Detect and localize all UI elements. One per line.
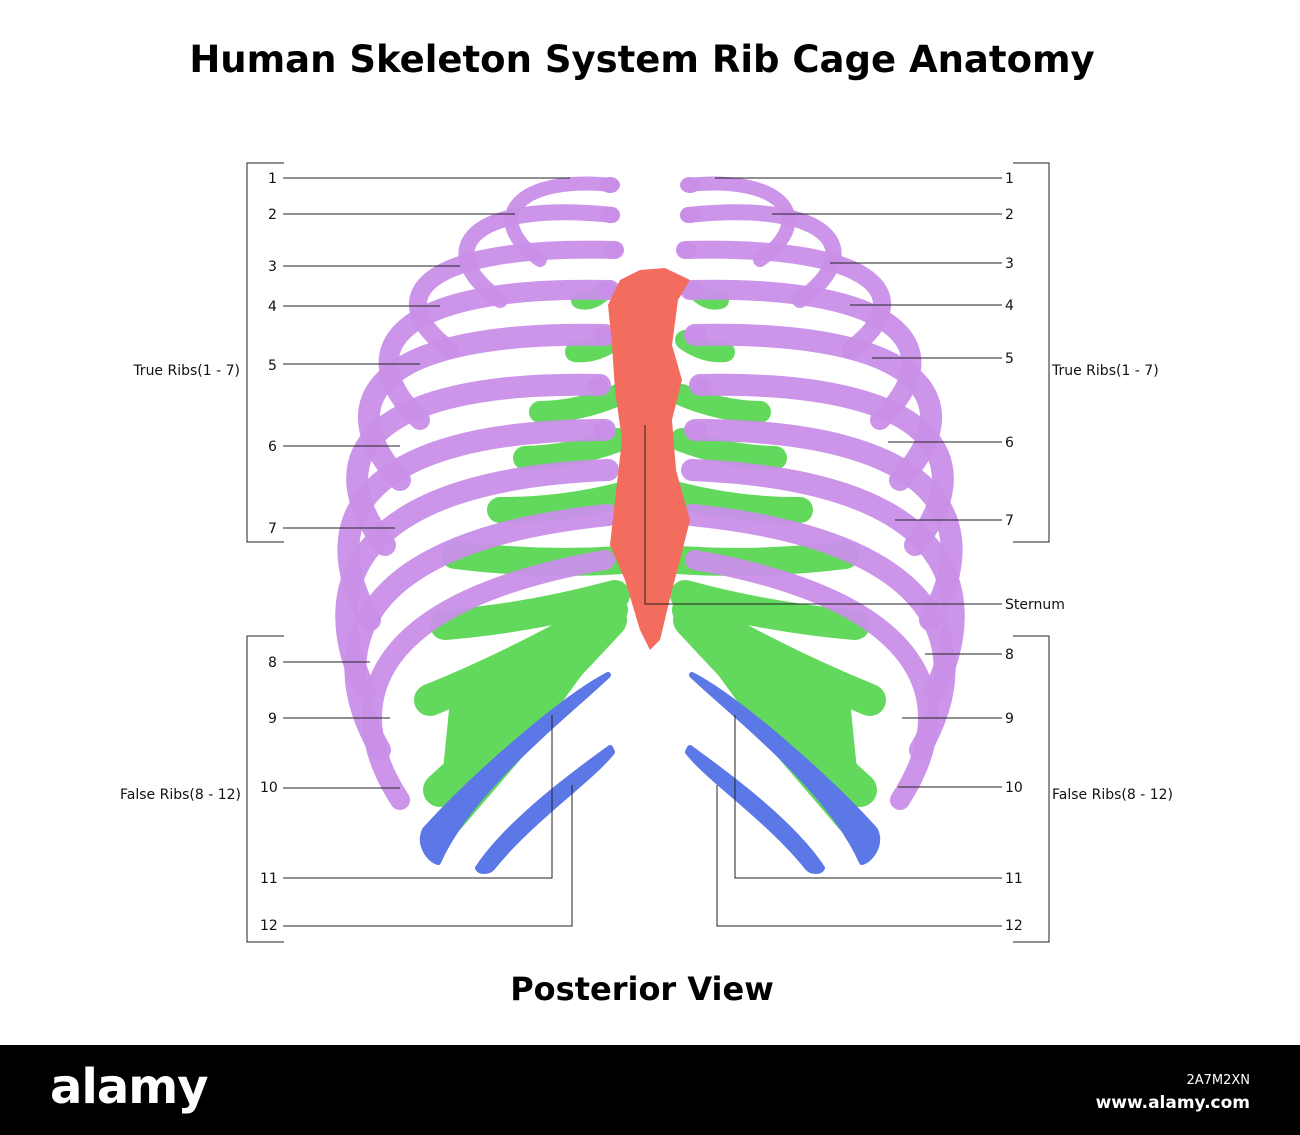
right-true-ribs-label: True Ribs(1 - 7) — [1051, 363, 1159, 379]
right-rib-head-7 — [687, 422, 707, 438]
left-rib-head-6 — [588, 377, 608, 393]
leader-lines — [246, 162, 1050, 943]
right-rib-head-2 — [680, 207, 700, 223]
right-rib-label-1: 1 — [1005, 171, 1014, 187]
right-rib-label-7: 7 — [1005, 513, 1014, 529]
left-rib-label-1: 1 — [268, 171, 277, 187]
left-cartilage-7 — [430, 580, 630, 640]
right-cartilage-5 — [665, 482, 813, 524]
rib-cage-illustration — [335, 176, 965, 874]
right-rib-label-8: 8 — [1005, 647, 1014, 663]
right-floating-rib-11 — [689, 672, 881, 865]
left-rib-label-11: 11 — [260, 871, 278, 887]
right-cartilage-3 — [671, 384, 771, 423]
left-leader-11 — [283, 715, 553, 879]
right-rib-label-4: 4 — [1005, 298, 1014, 314]
left-rib-label-7: 7 — [268, 521, 277, 537]
left-rib-5 — [357, 323, 616, 491]
right-cartilage-4 — [670, 428, 787, 470]
left-rib-label-2: 2 — [268, 207, 277, 223]
right-floating-rib-12 — [685, 745, 825, 874]
left-rib-label-5: 5 — [268, 358, 277, 374]
right-rib-label-9: 9 — [1005, 711, 1014, 727]
rib-cage-diagram: 1 2 3 4 5 6 7 8 9 10 11 12 1 2 3 4 5 6 7… — [120, 162, 1173, 943]
right-leader-12 — [716, 785, 1002, 927]
left-rib-head-4 — [598, 282, 618, 298]
right-rib-head-4 — [682, 282, 702, 298]
left-rib-head-7 — [593, 422, 613, 438]
left-rib-label-6: 6 — [268, 439, 277, 455]
right-cartilage-7 — [670, 580, 870, 640]
left-true-ribs-label: True Ribs(1 - 7) — [132, 363, 240, 379]
left-rib-4 — [378, 279, 620, 430]
right-rib-head-3 — [677, 242, 697, 258]
left-cartilage-5 — [487, 482, 635, 524]
left-rib-label-8: 8 — [268, 655, 277, 671]
left-rib-label-4: 4 — [268, 299, 277, 315]
left-rib-label-10: 10 — [260, 780, 278, 796]
left-rib-head-5 — [593, 327, 613, 343]
right-leader-11 — [734, 715, 1002, 879]
right-rib-head-1 — [680, 177, 700, 193]
right-rib-5 — [684, 323, 943, 491]
left-rib-head-2 — [600, 207, 620, 223]
left-cartilage-3 — [529, 384, 629, 423]
left-floating-rib-11 — [419, 672, 611, 865]
left-cartilage-4 — [513, 428, 630, 470]
sternum — [608, 268, 690, 650]
left-rib-10 — [361, 550, 615, 810]
left-rib-label-9: 9 — [268, 711, 277, 727]
left-rib-label-12: 12 — [260, 918, 278, 934]
left-rib-label-3: 3 — [268, 259, 277, 275]
right-rib-3 — [676, 240, 891, 359]
left-rib-2 — [458, 204, 620, 308]
watermark-footer: alamy 2A7M2XN www.alamy.com — [0, 1045, 1300, 1135]
left-rib-9 — [344, 504, 619, 761]
left-leader-12 — [283, 785, 573, 927]
brand-logo: alamy — [50, 1059, 209, 1115]
right-rib-head-5 — [687, 327, 707, 343]
right-rib-label-3: 3 — [1005, 256, 1014, 272]
right-rib-label-5: 5 — [1005, 351, 1014, 367]
right-rib-label-12: 12 — [1005, 918, 1023, 934]
right-rib-10 — [685, 550, 939, 810]
right-true-ribs-bracket — [1013, 162, 1050, 543]
left-false-ribs-bracket — [246, 635, 284, 943]
left-floating-rib-12 — [475, 745, 615, 874]
right-rib-label-10: 10 — [1005, 780, 1023, 796]
left-rib-3 — [409, 240, 624, 359]
diagram-title: Human Skeleton System Rib Cage Anatomy — [189, 38, 1095, 81]
site-url: www.alamy.com — [1095, 1093, 1250, 1113]
sternum-label: Sternum — [1005, 597, 1065, 613]
right-rib-2 — [680, 204, 842, 308]
left-rib-head-1 — [600, 177, 620, 193]
image-id: 2A7M2XN — [1186, 1073, 1250, 1088]
right-false-ribs-bracket — [1013, 635, 1050, 943]
view-caption: Posterior View — [510, 970, 774, 1008]
right-rib-4 — [680, 279, 922, 430]
left-false-ribs-label: False Ribs(8 - 12) — [120, 787, 241, 803]
right-rib-head-6 — [692, 377, 712, 393]
left-true-ribs-bracket — [246, 162, 284, 543]
left-rib-head-3 — [603, 242, 623, 258]
sternum-leader — [644, 425, 1002, 605]
right-rib-label-6: 6 — [1005, 435, 1014, 451]
right-rib-label-11: 11 — [1005, 871, 1023, 887]
right-rib-label-2: 2 — [1005, 207, 1014, 223]
right-rib-9 — [681, 504, 956, 761]
right-false-ribs-label: False Ribs(8 - 12) — [1052, 787, 1173, 803]
